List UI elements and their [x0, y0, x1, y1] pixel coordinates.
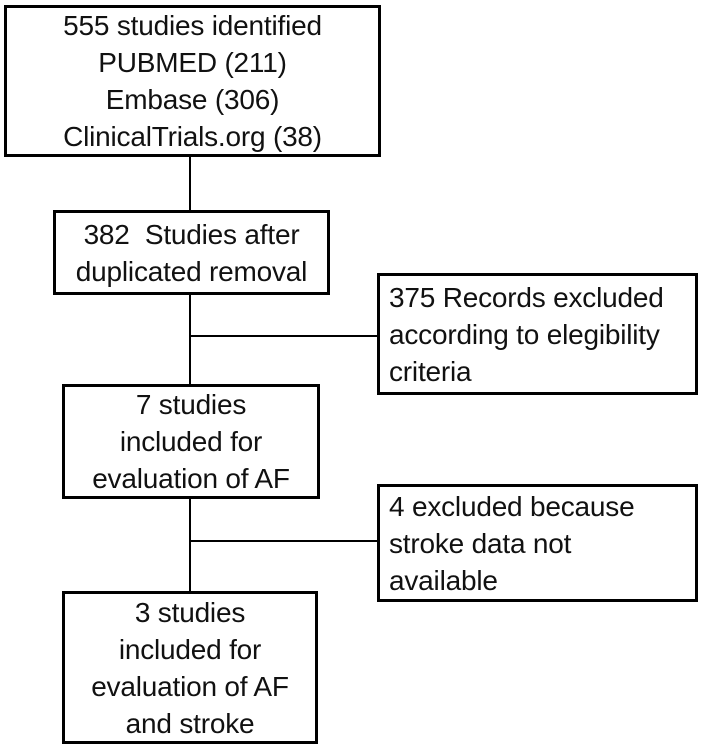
- box-studies-after-duplicate-removal: 382 Studies after duplicated removal: [53, 210, 330, 295]
- box-records-excluded-eligibility: 375 Records excluded according to elegib…: [377, 273, 698, 395]
- connector-branch-eligibility-exclusion: [190, 335, 377, 337]
- box-excluded-stroke-data-unavailable-text: 4 excluded because stroke data not avail…: [389, 490, 635, 596]
- box-studies-included-af: 7 studies included for evaluation of AF: [62, 384, 320, 499]
- connector-identified-to-dedup: [189, 156, 191, 212]
- box-excluded-stroke-data-unavailable: 4 excluded because stroke data not avail…: [377, 484, 698, 602]
- connector-dedup-to-af: [189, 294, 191, 386]
- connector-af-to-af-stroke: [189, 498, 191, 593]
- box-studies-identified: 555 studies identified PUBMED (211) Emba…: [4, 5, 381, 157]
- connector-branch-stroke-exclusion: [190, 540, 377, 542]
- box-studies-identified-text: 555 studies identified PUBMED (211) Emba…: [63, 10, 322, 152]
- box-studies-included-af-stroke-text: 3 studies included for evaluation of AF …: [91, 596, 289, 739]
- box-studies-after-duplicate-removal-text: 382 Studies after duplicated removal: [75, 218, 308, 287]
- box-studies-included-af-stroke: 3 studies included for evaluation of AF …: [62, 591, 318, 744]
- box-studies-included-af-text: 7 studies included for evaluation of AF: [92, 389, 290, 494]
- box-records-excluded-eligibility-text: 375 Records excluded according to elegib…: [389, 281, 664, 387]
